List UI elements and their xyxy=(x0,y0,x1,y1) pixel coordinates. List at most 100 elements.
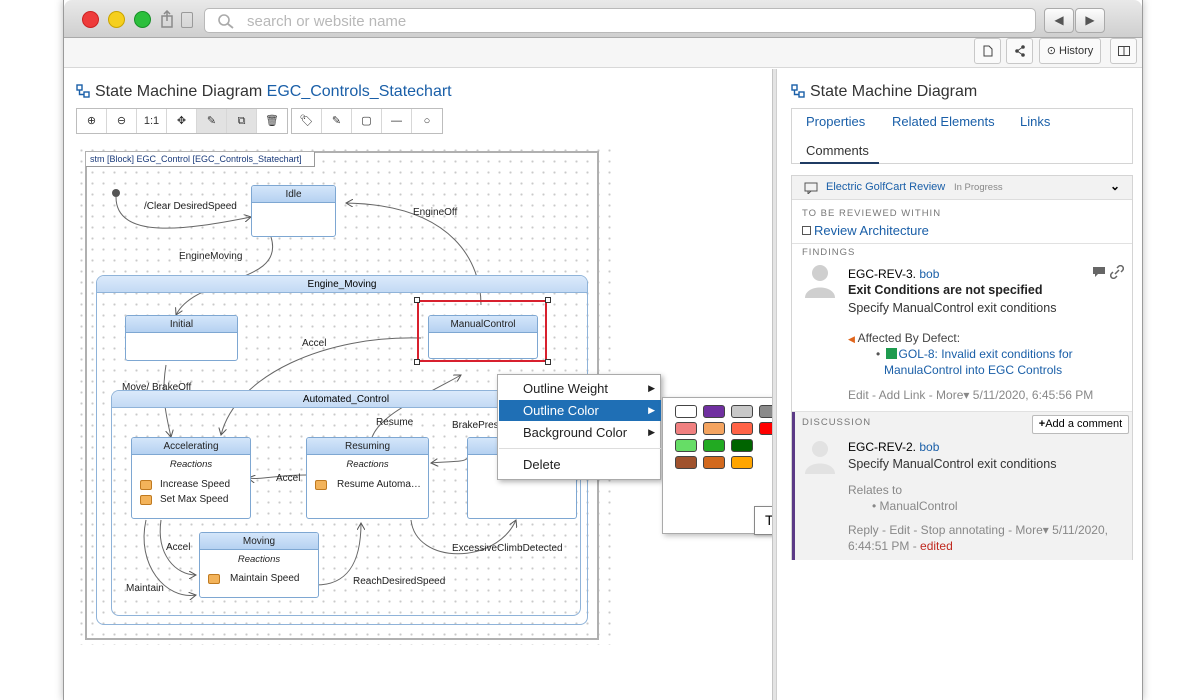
region-engine-moving[interactable]: Engine_Moving xyxy=(96,275,588,625)
color-swatch[interactable] xyxy=(703,456,725,469)
add-comment-button[interactable]: +Add a comment xyxy=(1032,415,1129,434)
panel-toggle-button[interactable] xyxy=(1110,38,1137,64)
color-swatch[interactable] xyxy=(675,439,697,452)
finding2-header: EGC-REV-2. bob xyxy=(848,440,939,454)
share-nodes-icon xyxy=(1014,45,1025,57)
finding1-meta: Edit - Add Link - More▾ 5/11/2020, 6:45:… xyxy=(848,388,1093,402)
address-bar[interactable]: search or website name xyxy=(204,8,1036,33)
color-swatch[interactable] xyxy=(731,405,753,418)
page-toolbar: ⊙ History xyxy=(64,38,1142,68)
link-icon[interactable] xyxy=(1110,265,1124,279)
chevron-down-icon[interactable]: ⌄ xyxy=(1109,179,1120,193)
edit-icon: ✎ xyxy=(206,115,217,127)
review-header[interactable]: Electric GolfCart Review In Progress ⌄ xyxy=(792,176,1132,200)
history-button[interactable]: ⊙ History xyxy=(1039,38,1101,64)
menu-item-outline-weight[interactable]: Outline Weight▶ xyxy=(499,378,661,399)
diagram-title-link[interactable]: EGC_Controls_Statechart xyxy=(266,83,452,100)
back-button[interactable]: ◀ xyxy=(1044,8,1074,33)
layout-icon: ⧉ xyxy=(237,115,246,127)
tag-button[interactable]: 🏷 xyxy=(292,109,322,133)
address-placeholder: search or website name xyxy=(247,13,407,30)
menu-item-outline-color[interactable]: Outline Color▶ xyxy=(499,400,661,421)
zoom-reset-button[interactable]: 1:1 xyxy=(137,109,167,133)
state-accelerating[interactable]: Accelerating Reactions Increase Speed Se… xyxy=(131,437,251,519)
caret-down-icon[interactable]: ▾ xyxy=(963,388,970,402)
tab-properties[interactable]: Properties xyxy=(806,114,866,129)
finding2-meta-line2: 6:44:51 PM - edited xyxy=(848,539,953,553)
affected-by-defect[interactable]: ◀ Affected By Defect: xyxy=(848,331,960,345)
ellipse-button[interactable]: ○ xyxy=(412,109,442,133)
finding2-author[interactable]: bob xyxy=(919,440,940,454)
color-swatch[interactable] xyxy=(675,422,697,435)
tab-related-elements[interactable]: Related Elements xyxy=(892,114,995,129)
color-swatch[interactable] xyxy=(731,439,753,452)
line-button[interactable]: — xyxy=(382,109,412,133)
discussion-area xyxy=(792,412,1132,560)
defect-link-line1[interactable]: GOL-8: Invalid exit conditions for xyxy=(898,347,1073,361)
share-icon[interactable] xyxy=(161,10,173,28)
state-resuming[interactable]: Resuming Reactions Resume Automa… xyxy=(306,437,429,519)
transition-label: EngineOff xyxy=(413,207,458,218)
finding1-actions[interactable]: Edit - Add Link - More xyxy=(848,388,964,402)
layout-button[interactable]: ⧉ xyxy=(227,109,257,133)
delete-button[interactable]: 🗑 xyxy=(257,109,287,133)
color-swatch[interactable] xyxy=(703,405,725,418)
panel-splitter[interactable] xyxy=(772,69,776,700)
menu-item-label: Delete xyxy=(523,457,561,472)
finding1-author[interactable]: bob xyxy=(919,267,940,281)
color-swatch[interactable] xyxy=(703,422,725,435)
tabs-icon[interactable] xyxy=(181,12,193,28)
relates-label: Relates to xyxy=(848,483,903,497)
finding2-text: Specify ManualControl exit conditions xyxy=(848,457,1057,471)
region-automated-control[interactable]: Automated_Control xyxy=(111,390,581,616)
state-machine-icon xyxy=(76,84,90,98)
state-idle[interactable]: Idle xyxy=(251,185,336,237)
defect-link-line2[interactable]: ManulaControl into EGC Controls xyxy=(884,363,1063,377)
edit-mode-button[interactable]: ✎ xyxy=(197,109,227,133)
relates-item[interactable]: • ManualControl xyxy=(872,499,958,513)
menu-item-label: Outline Color xyxy=(523,403,599,418)
selection-outline xyxy=(417,300,547,362)
share-button[interactable] xyxy=(1006,38,1033,64)
defect-link[interactable]: • GOL-8: Invalid exit conditions for xyxy=(876,347,1073,361)
checkbox-icon[interactable] xyxy=(802,226,811,235)
trash-icon: 🗑 xyxy=(265,115,279,127)
rectangle-button[interactable]: ▢ xyxy=(352,109,382,133)
close-window-icon[interactable] xyxy=(82,11,99,28)
color-swatch[interactable] xyxy=(675,456,697,469)
state-manual-control[interactable]: ManualControl xyxy=(428,315,538,359)
document-button[interactable] xyxy=(974,38,1001,64)
resize-handle[interactable] xyxy=(414,297,420,303)
panel-title: State Machine Diagram xyxy=(791,83,977,101)
clock-icon: ⊙ xyxy=(1046,45,1056,57)
resize-handle[interactable] xyxy=(414,359,420,365)
tab-links[interactable]: Links xyxy=(1020,114,1051,129)
resize-handle[interactable] xyxy=(545,359,551,365)
color-swatch[interactable] xyxy=(731,456,753,469)
region-automated-control-name: Automated_Control xyxy=(112,391,580,408)
color-swatch[interactable] xyxy=(731,422,753,435)
caret-down-icon[interactable]: ▾ xyxy=(1042,523,1049,537)
line-icon: — xyxy=(391,115,402,127)
action-increase-speed: Increase Speed xyxy=(160,479,231,490)
forward-button[interactable]: ▶ xyxy=(1075,8,1105,33)
state-moving[interactable]: Moving Reactions Maintain Speed xyxy=(199,532,319,598)
color-swatch[interactable] xyxy=(675,405,697,418)
menu-item-delete[interactable]: Delete xyxy=(499,454,661,475)
review-name[interactable]: Electric GolfCart Review xyxy=(826,181,946,193)
menu-item-label: Outline Weight xyxy=(523,381,609,396)
resize-handle[interactable] xyxy=(545,297,551,303)
note-button[interactable]: ✎ xyxy=(322,109,352,133)
zoom-out-button[interactable]: ⊖ xyxy=(107,109,137,133)
tab-comments[interactable]: Comments xyxy=(800,143,879,164)
finding2-actions[interactable]: Reply - Edit - Stop annotating - More xyxy=(848,523,1043,537)
fit-button[interactable]: ✥ xyxy=(167,109,197,133)
minimize-window-icon[interactable] xyxy=(108,11,125,28)
state-initial[interactable]: Initial xyxy=(125,315,238,361)
color-swatch[interactable] xyxy=(703,439,725,452)
menu-item-background-color[interactable]: Background Color▶ xyxy=(499,422,661,443)
review-item[interactable]: Review Architecture xyxy=(802,223,929,238)
maximize-window-icon[interactable] xyxy=(134,11,151,28)
speech-bubble-icon[interactable] xyxy=(1092,266,1106,278)
zoom-in-button[interactable]: ⊕ xyxy=(77,109,107,133)
